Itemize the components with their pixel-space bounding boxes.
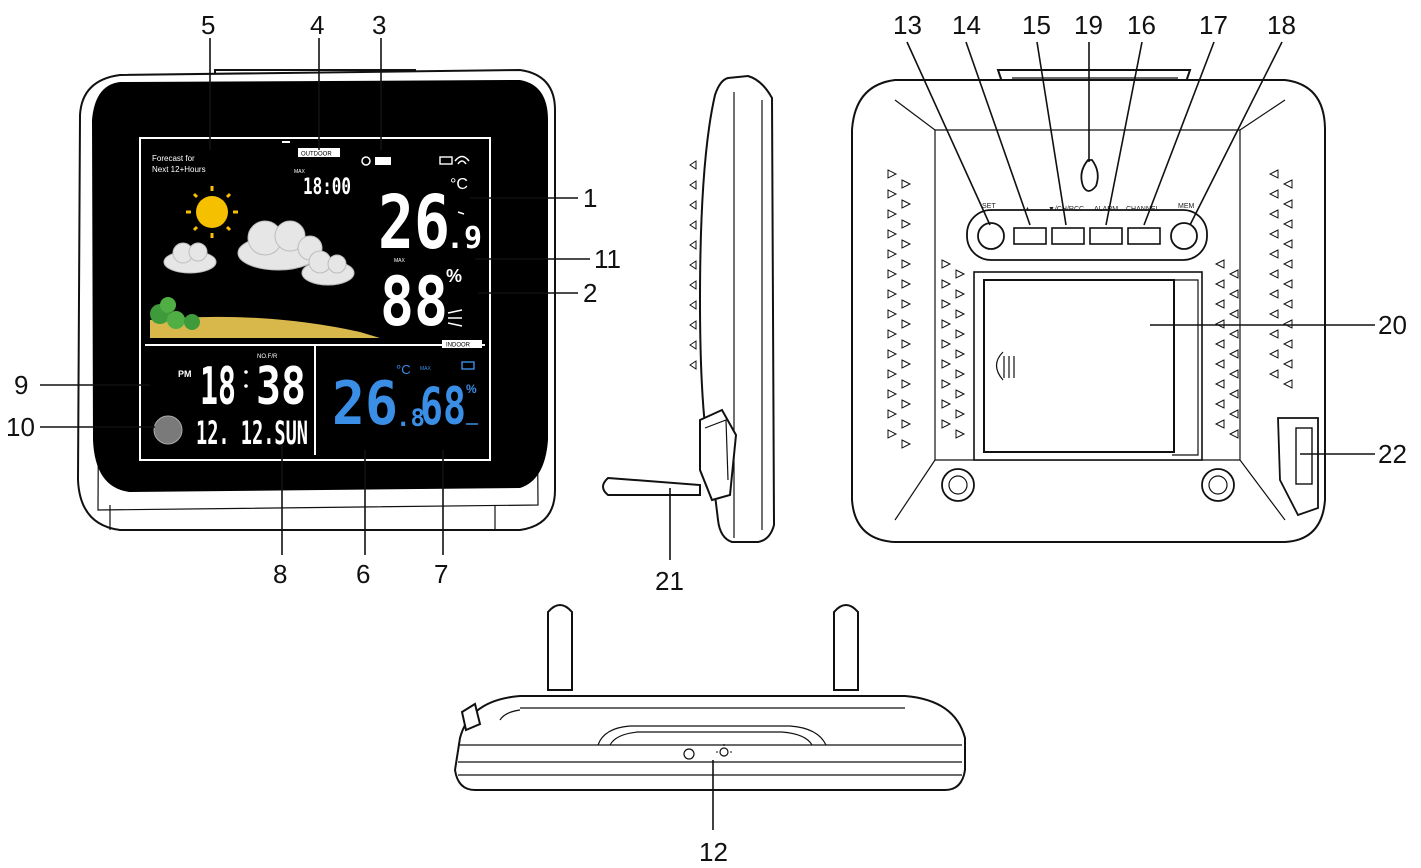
antenna-right [833,604,859,691]
back-foot-right [1201,468,1235,502]
indoor-temp-unit: °C [396,362,411,377]
mem-button-label: MEM [1178,203,1195,210]
cloud-icon [163,220,355,286]
callout-5: 5 [201,10,215,40]
forecast-label-line1: Forecast for [152,154,195,163]
callout-14: 14 [952,10,981,40]
pm-indicator: PM [178,369,192,379]
alarm-button-label: ALARM [1094,206,1118,213]
side-view [602,74,776,543]
set-button-label: SET [982,203,996,210]
clock-hour: 18 [200,357,236,417]
callout-11: 11 [594,244,621,274]
callout-1: 1 [583,183,597,213]
mem-button[interactable] [1170,222,1198,250]
indoor-humidity-unit: % [466,382,477,396]
max-label-indoor: MAX [420,366,432,372]
callout-lines [40,38,1375,830]
bottom-view [453,604,966,791]
callout-19: 19 [1074,10,1103,40]
callout-15: 15 [1022,10,1051,40]
down-ch-rcc-button[interactable] [1051,227,1085,245]
moon-phase-icon [153,415,183,445]
forecast-label-line2: Next 12+Hours [152,165,206,174]
callout-3: 3 [372,10,386,40]
down-button-label: ▼/CH/RCC [1048,206,1084,213]
outdoor-humidity-unit: % [446,266,462,286]
back-foot-left [941,468,975,502]
callout-4: 4 [310,10,324,40]
callout-9: 9 [14,370,28,400]
front-view: Forecast for Next 12+Hours OUTDOOR MAX 1… [76,68,556,531]
callout-numbers: 5 4 3 1 11 2 9 10 8 6 7 21 12 13 14 15 1… [6,10,1407,867]
callout-18: 18 [1267,10,1296,40]
back-vents-left [887,169,966,449]
callout-13: 13 [893,10,922,40]
indoor-temperature-decimal: .8 [396,404,425,432]
max-label-humidity: MAX [394,258,406,264]
indoor-battery-icon [461,361,475,370]
indoor-humidity: 68 [420,377,466,437]
alarm-button[interactable] [1089,227,1123,245]
date-display: 12. 12.SUN [196,414,308,452]
set-button[interactable] [977,222,1005,250]
antenna-left [547,604,573,691]
callout-22: 22 [1378,439,1407,469]
callout-6: 6 [356,559,370,589]
channel-button-label: CHANNEL [1126,206,1160,213]
indoor-badge: INDOOR [446,343,471,349]
clock-minute: 38 [256,357,306,417]
snooze-light-icon [683,744,732,760]
callout-16: 16 [1127,10,1156,40]
outdoor-badge: OUTDOOR [301,152,332,158]
outdoor-temperature: 26 [378,180,450,266]
outdoor-humidity: 88 [380,263,448,342]
callout-8: 8 [273,559,287,589]
sync-icon [361,156,371,166]
indoor-temperature: 26 [332,369,398,439]
up-button[interactable] [1013,227,1047,245]
max-label-small-time: MAX [294,169,306,175]
callout-10: 10 [6,412,35,442]
outdoor-temperature-decimal: .9 [446,221,482,256]
callout-12: 12 [699,837,728,867]
signal-icon [454,155,470,165]
antenna [602,476,701,496]
up-button-label: ▲ [1024,206,1031,213]
callout-7: 7 [434,559,448,589]
small-time: 18:00 [303,175,351,200]
channel-button[interactable] [1127,227,1161,245]
side-vents [689,160,697,370]
callout-17: 17 [1199,10,1228,40]
wall-mount-hole [1080,159,1099,192]
low-battery-icon [375,157,391,165]
trend-arrow-icon [447,309,463,327]
clock-sub-label: NO.F/R [257,354,278,360]
callout-21: 21 [655,566,684,596]
back-vents-right [1214,169,1293,439]
battery-icon [439,156,453,165]
callout-2: 2 [583,278,597,308]
sun-icon [186,186,238,238]
back-view: SET ▲ ▼/CH/RCC ALARM CHANNEL MEM [851,69,1326,543]
callout-20: 20 [1378,310,1407,340]
landscape-icon [150,297,380,338]
outdoor-temp-unit: °C [450,176,468,193]
